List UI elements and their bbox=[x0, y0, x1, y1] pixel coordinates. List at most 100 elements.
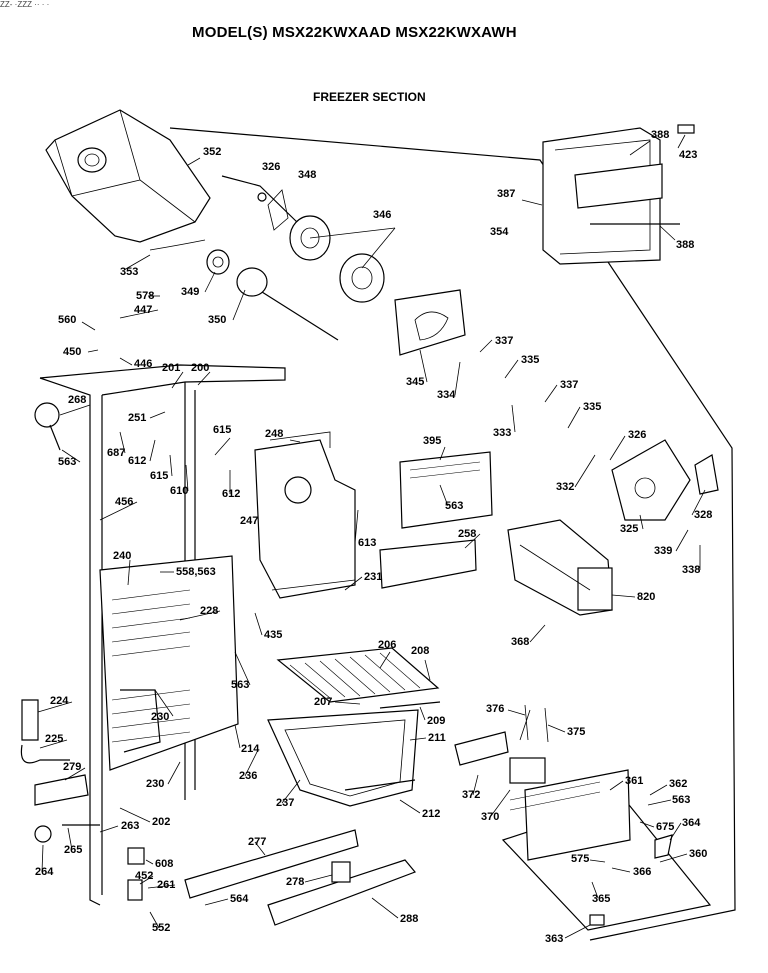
part-label-225: 225 bbox=[45, 733, 63, 745]
bottom-rails-drawing bbox=[184, 829, 417, 926]
part-label-228: 228 bbox=[200, 605, 218, 617]
part-label-446: 446 bbox=[134, 358, 152, 370]
cropped-header-text: ZZ- ·ZZZ ·· · · bbox=[0, 0, 50, 9]
leader-line bbox=[611, 867, 631, 873]
part-labels: 3523263483463884233873883543533493505784… bbox=[35, 129, 712, 945]
leader-line bbox=[574, 454, 596, 488]
model-title: MODEL(S) MSX22KWXAAD MSX22KWXAWH bbox=[192, 24, 517, 41]
part-label-200: 200 bbox=[191, 362, 209, 374]
leader-line bbox=[639, 821, 655, 828]
part-label-423: 423 bbox=[679, 149, 697, 161]
part-label-348: 348 bbox=[298, 169, 316, 181]
part-label-563a: 563 bbox=[58, 456, 76, 468]
part-label-248: 248 bbox=[265, 428, 283, 440]
part-label-345: 345 bbox=[406, 376, 424, 388]
wire-harness-drawing bbox=[519, 704, 549, 743]
leader-line bbox=[629, 140, 651, 156]
leader-line bbox=[179, 610, 221, 621]
leader-line bbox=[119, 807, 151, 823]
leader-line bbox=[232, 289, 246, 321]
part-label-435: 435 bbox=[264, 629, 282, 641]
leader-line bbox=[87, 349, 99, 353]
part-label-615a: 615 bbox=[213, 424, 231, 436]
leader-line bbox=[59, 404, 91, 416]
leader-line bbox=[419, 706, 426, 721]
leader-lines bbox=[37, 134, 706, 939]
leader-line bbox=[399, 799, 421, 814]
part-label-277: 277 bbox=[248, 836, 266, 848]
leader-line bbox=[647, 799, 672, 806]
part-label-370: 370 bbox=[481, 811, 499, 823]
part-label-560: 560 bbox=[58, 314, 76, 326]
leader-line bbox=[464, 533, 481, 549]
part-label-615b: 615 bbox=[150, 470, 168, 482]
control-board-drawing bbox=[399, 451, 493, 529]
leader-line bbox=[507, 709, 526, 716]
left-small-parts-drawing bbox=[20, 402, 145, 901]
part-label-349: 349 bbox=[181, 286, 199, 298]
leader-line bbox=[149, 439, 156, 462]
leader-line bbox=[61, 449, 81, 463]
leader-line bbox=[41, 844, 44, 873]
part-label-339: 339 bbox=[654, 545, 672, 557]
part-label-368: 368 bbox=[511, 636, 529, 648]
part-label-364: 364 bbox=[682, 817, 701, 829]
part-label-395: 395 bbox=[423, 435, 441, 447]
part-label-224: 224 bbox=[50, 695, 69, 707]
leader-line bbox=[609, 780, 624, 791]
part-label-326a: 326 bbox=[262, 161, 280, 173]
leader-line bbox=[119, 357, 133, 366]
leader-line bbox=[567, 406, 581, 429]
leader-line bbox=[147, 884, 176, 889]
leader-line bbox=[547, 724, 566, 733]
leader-line bbox=[439, 484, 449, 507]
part-label-360: 360 bbox=[689, 848, 707, 860]
part-label-261: 261 bbox=[157, 879, 175, 891]
leader-line bbox=[185, 464, 189, 492]
leader-line bbox=[659, 225, 676, 241]
part-label-388a: 388 bbox=[651, 129, 669, 141]
leader-line bbox=[544, 384, 558, 403]
leader-line bbox=[167, 761, 181, 785]
part-label-337b: 337 bbox=[560, 379, 578, 391]
leader-line bbox=[127, 559, 131, 586]
part-label-230a: 230 bbox=[151, 711, 169, 723]
leader-line bbox=[419, 349, 428, 383]
leader-line bbox=[171, 371, 184, 389]
part-label-353: 353 bbox=[120, 266, 138, 278]
leader-line bbox=[354, 509, 359, 544]
part-label-610: 610 bbox=[170, 485, 188, 497]
part-label-202: 202 bbox=[152, 816, 170, 828]
part-label-279: 279 bbox=[63, 761, 81, 773]
part-label-212: 212 bbox=[422, 808, 440, 820]
part-label-237: 237 bbox=[276, 797, 294, 809]
leader-line bbox=[254, 841, 266, 856]
part-label-268: 268 bbox=[68, 394, 86, 406]
leader-line bbox=[669, 822, 682, 841]
part-label-209: 209 bbox=[427, 715, 445, 727]
leader-line bbox=[197, 371, 211, 386]
leader-line bbox=[145, 859, 154, 865]
leader-line bbox=[691, 489, 706, 516]
leader-line bbox=[611, 594, 636, 598]
part-label-265: 265 bbox=[64, 844, 82, 856]
part-label-552: 552 bbox=[152, 922, 170, 934]
part-label-820: 820 bbox=[637, 591, 655, 603]
leader-line bbox=[149, 411, 166, 419]
leader-line bbox=[187, 157, 201, 166]
part-label-387: 387 bbox=[497, 188, 515, 200]
leader-line bbox=[564, 924, 591, 939]
part-label-206: 206 bbox=[378, 639, 396, 651]
part-label-251: 251 bbox=[128, 412, 146, 424]
leader-line bbox=[64, 767, 86, 781]
leader-line bbox=[379, 651, 391, 669]
leader-line bbox=[281, 779, 301, 804]
part-label-388b: 388 bbox=[676, 239, 694, 251]
leader-line bbox=[244, 749, 259, 777]
part-label-563b: 563 bbox=[445, 500, 463, 512]
wire-shelf-drawing bbox=[276, 647, 441, 709]
part-label-236: 236 bbox=[239, 770, 257, 782]
part-label-564: 564 bbox=[230, 893, 249, 905]
part-label-558-563: 558,563 bbox=[176, 566, 216, 578]
leader-line bbox=[409, 737, 427, 741]
